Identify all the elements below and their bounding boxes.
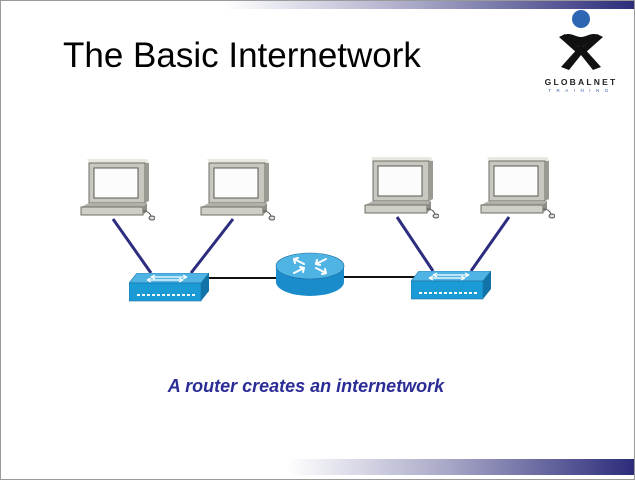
diagram-caption: A router creates an internetwork — [167, 376, 445, 396]
logo-subtitle: TRAINING — [548, 88, 614, 93]
workstation-icon — [364, 157, 439, 219]
link-pc4-switch — [469, 216, 511, 272]
switch-icon — [411, 271, 491, 300]
globalnet-person-logo-icon — [559, 10, 603, 70]
workstation-icon — [80, 159, 155, 221]
workstation-icon — [480, 157, 555, 219]
slide-title: The Basic Internetwork — [63, 36, 421, 75]
globalnet-logo: GLOBALNET TRAINING — [531, 7, 631, 97]
router-icon — [275, 252, 345, 297]
link-pc3-switch — [395, 216, 435, 272]
bottom-gradient-band — [1, 459, 634, 475]
logo-name: GLOBALNET — [544, 77, 618, 87]
top-gradient-band — [1, 1, 634, 9]
link-pc2-switch — [189, 218, 235, 274]
workstation-icon — [200, 159, 275, 221]
link-pc1-switch — [111, 218, 153, 274]
switch-icon — [129, 273, 209, 302]
